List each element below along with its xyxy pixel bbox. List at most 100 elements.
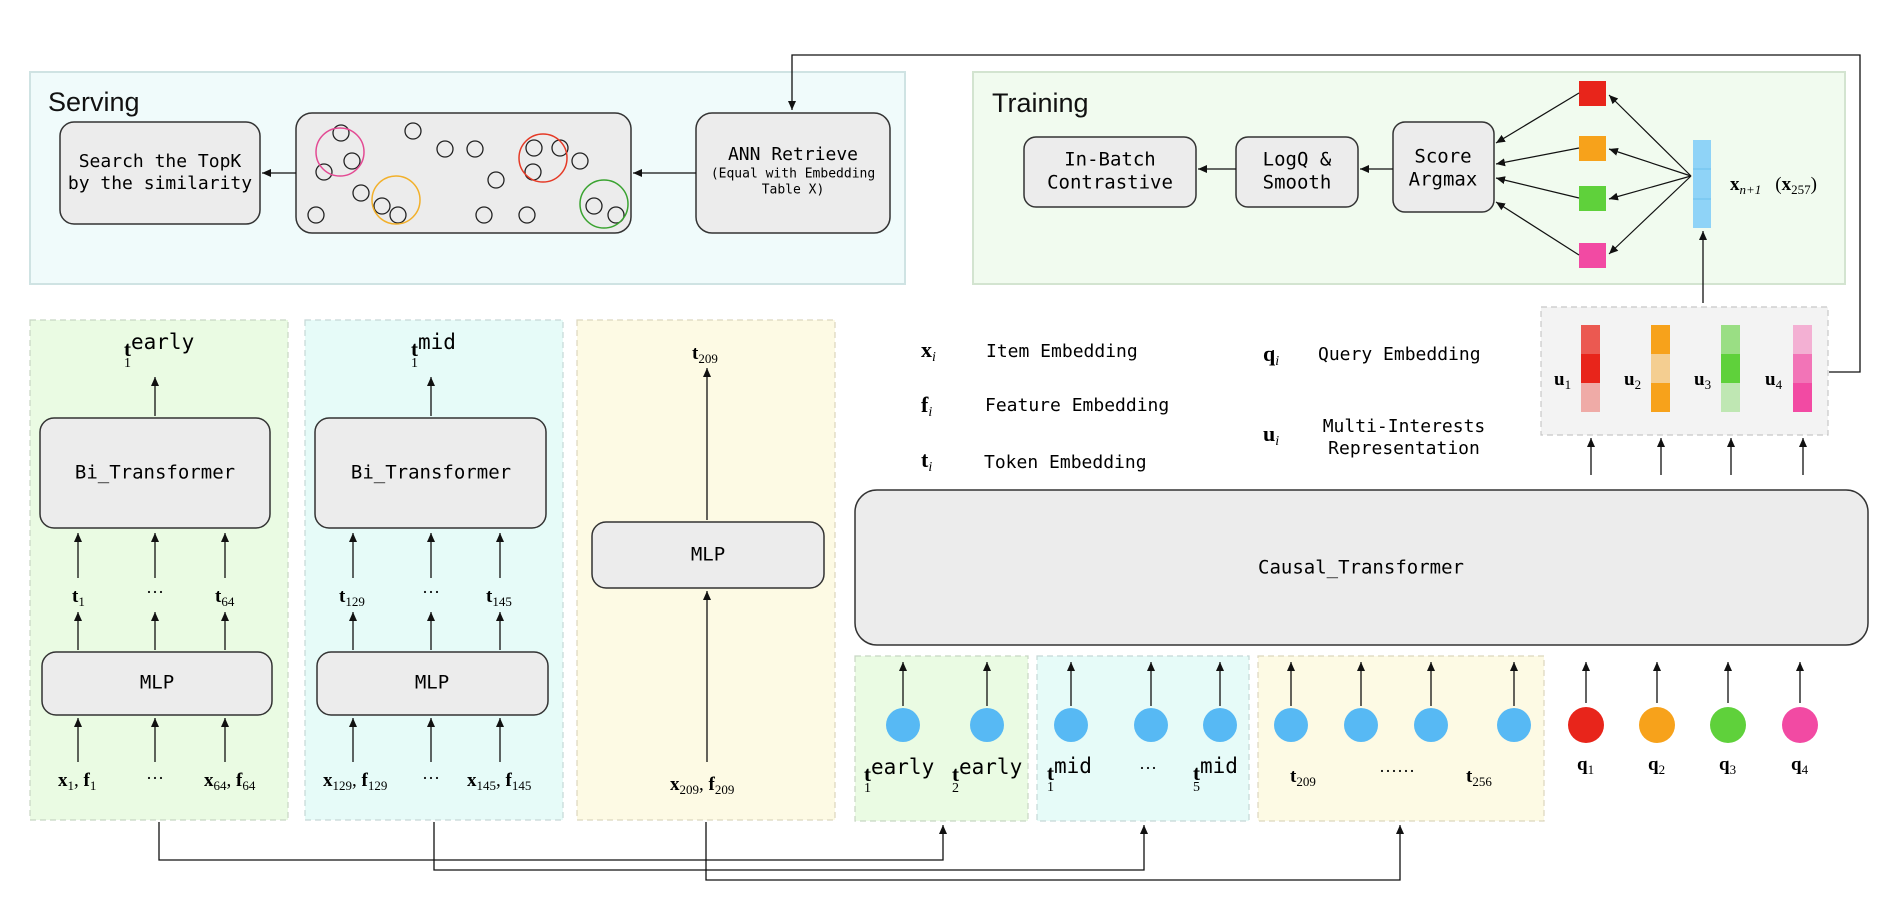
mid-token-t145: t145 — [486, 586, 512, 609]
late-input-x209f209: x209, f209 — [670, 774, 734, 797]
arrow-pink-to-score — [1495, 201, 1580, 256]
embedding-points — [307, 122, 625, 224]
token-early-panel-bg — [854, 655, 1029, 822]
mid-token-t129: t129 — [339, 586, 365, 609]
query-node — [1782, 707, 1818, 743]
token-node — [1274, 708, 1308, 742]
early-output-sub: 1 — [124, 356, 131, 371]
search-topk-box — [59, 121, 261, 225]
cluster-orange — [371, 175, 421, 225]
early-panel-bg — [29, 319, 289, 821]
arrow-green-to-score — [1495, 176, 1580, 199]
mid-input-dots: ··· — [422, 768, 440, 788]
target-label: xn+1(x257) — [1730, 174, 1817, 197]
embedding-point — [315, 163, 333, 181]
token-node — [1414, 708, 1448, 742]
query-node — [1568, 707, 1604, 743]
early-input-x64f64: x64, f64 — [204, 770, 256, 793]
inbatch-line1: In-Batch — [1064, 149, 1156, 171]
embedding-point — [389, 206, 407, 224]
logq-smooth-box — [1235, 136, 1359, 208]
token-t209: t209 — [1290, 766, 1316, 789]
query-label: q3 — [1719, 754, 1736, 777]
legend: xi Item Embedding fi Feature Embedding t… — [921, 337, 1485, 475]
legend-u-symbol: ui — [1263, 421, 1279, 449]
token-early-panel: tearly 1 tearly 2 — [854, 655, 1029, 822]
interest-label: u3 — [1694, 369, 1711, 392]
embedding-point — [487, 171, 505, 189]
early-token-dots: ··· — [146, 582, 164, 602]
arrow-target-to-orange — [1608, 148, 1692, 177]
token-t5-mid-sub: 5 — [1193, 780, 1200, 795]
interest-bar-segment — [1793, 354, 1812, 383]
late-mlp-label: MLP — [691, 544, 725, 566]
cluster-green — [579, 179, 629, 229]
query-q1: q1 — [1568, 662, 1604, 777]
embedding-point — [436, 140, 454, 158]
legend-t-symbol: ti — [921, 447, 932, 475]
early-token-t1: t1 — [72, 586, 85, 609]
embedding-point — [475, 206, 493, 224]
token-t5-mid: tmid — [1193, 754, 1238, 785]
embedding-point — [332, 124, 350, 142]
embedding-point — [525, 139, 543, 157]
training-title: Training — [992, 88, 1089, 118]
embedding-point — [466, 140, 484, 158]
interest-u2: u2 — [1624, 325, 1670, 412]
ann-retrieve-line2: (Equal with Embedding — [711, 167, 875, 182]
interest-u3: u3 — [1694, 325, 1740, 412]
interest-bar-segment — [1721, 325, 1740, 354]
ann-retrieve-line1: ANN Retrieve — [728, 144, 858, 165]
token-t2-early-sub: 2 — [952, 781, 959, 796]
training-panel: Training In-Batch Contrastive LogQ & Smo… — [972, 71, 1846, 285]
early-input-x1f1: x1, f1 — [58, 770, 96, 793]
mid-mlp-label: MLP — [415, 672, 449, 694]
mid-panel: tmid 1 Bi_Transformer t129 ··· t145 MLP … — [304, 319, 564, 821]
embedding-point — [551, 139, 569, 157]
arrow-target-to-red — [1608, 94, 1692, 177]
mid-mlp-box — [316, 651, 549, 716]
search-topk-line2: by the similarity — [68, 173, 252, 194]
embedding-space-box — [295, 112, 632, 234]
interest-label: u4 — [1765, 369, 1783, 392]
token-t1-early-sub: 1 — [864, 781, 871, 796]
token-t256: t256 — [1466, 766, 1492, 789]
embedding-point — [607, 206, 625, 224]
query-label: q1 — [1577, 754, 1594, 777]
query-q3: q3 — [1710, 662, 1746, 777]
interest-label: u1 — [1554, 369, 1571, 392]
embedding-point — [373, 197, 391, 215]
query-node — [1710, 707, 1746, 743]
logq-line2: Smooth — [1263, 172, 1332, 194]
interest-bar-segment — [1581, 354, 1600, 383]
connector-late-to-tokens — [705, 822, 1404, 881]
interest-bar-segment — [1651, 325, 1670, 354]
token-t2-early: tearly — [952, 755, 1022, 786]
token-late-panel: t209 ······ t256 — [1257, 655, 1545, 822]
token-node — [1344, 708, 1378, 742]
search-topk-line1: Search the TopK — [79, 151, 242, 172]
legend-q-symbol: qi — [1263, 341, 1279, 369]
token-node — [1497, 708, 1531, 742]
causal-transformer-label: Causal_Transformer — [1258, 557, 1464, 579]
token-node — [886, 708, 920, 742]
legend-x-label: Item Embedding — [986, 341, 1138, 362]
score-square-pink — [1579, 243, 1606, 268]
token-t1-mid: tmid — [1047, 754, 1092, 785]
mid-output-label: tmid — [411, 330, 456, 361]
legend-u-label-line2: Representation — [1328, 438, 1480, 459]
mid-token-dots: ··· — [422, 582, 440, 602]
mid-panel-bg — [304, 319, 564, 821]
interest-u1: u1 — [1554, 325, 1600, 412]
interest-bar-segment — [1581, 383, 1600, 412]
interest-bar-segment — [1793, 383, 1812, 412]
token-node — [1134, 708, 1168, 742]
target-embedding-bar — [1693, 140, 1711, 228]
early-token-t64: t64 — [215, 586, 235, 609]
interest-u4: u4 — [1765, 325, 1812, 412]
mid-bi-transformer-label: Bi_Transformer — [351, 462, 511, 484]
legend-t-label: Token Embedding — [984, 452, 1147, 473]
embedding-point — [343, 152, 361, 170]
arrow-target-to-green — [1608, 175, 1692, 201]
score-square-red — [1579, 81, 1606, 106]
